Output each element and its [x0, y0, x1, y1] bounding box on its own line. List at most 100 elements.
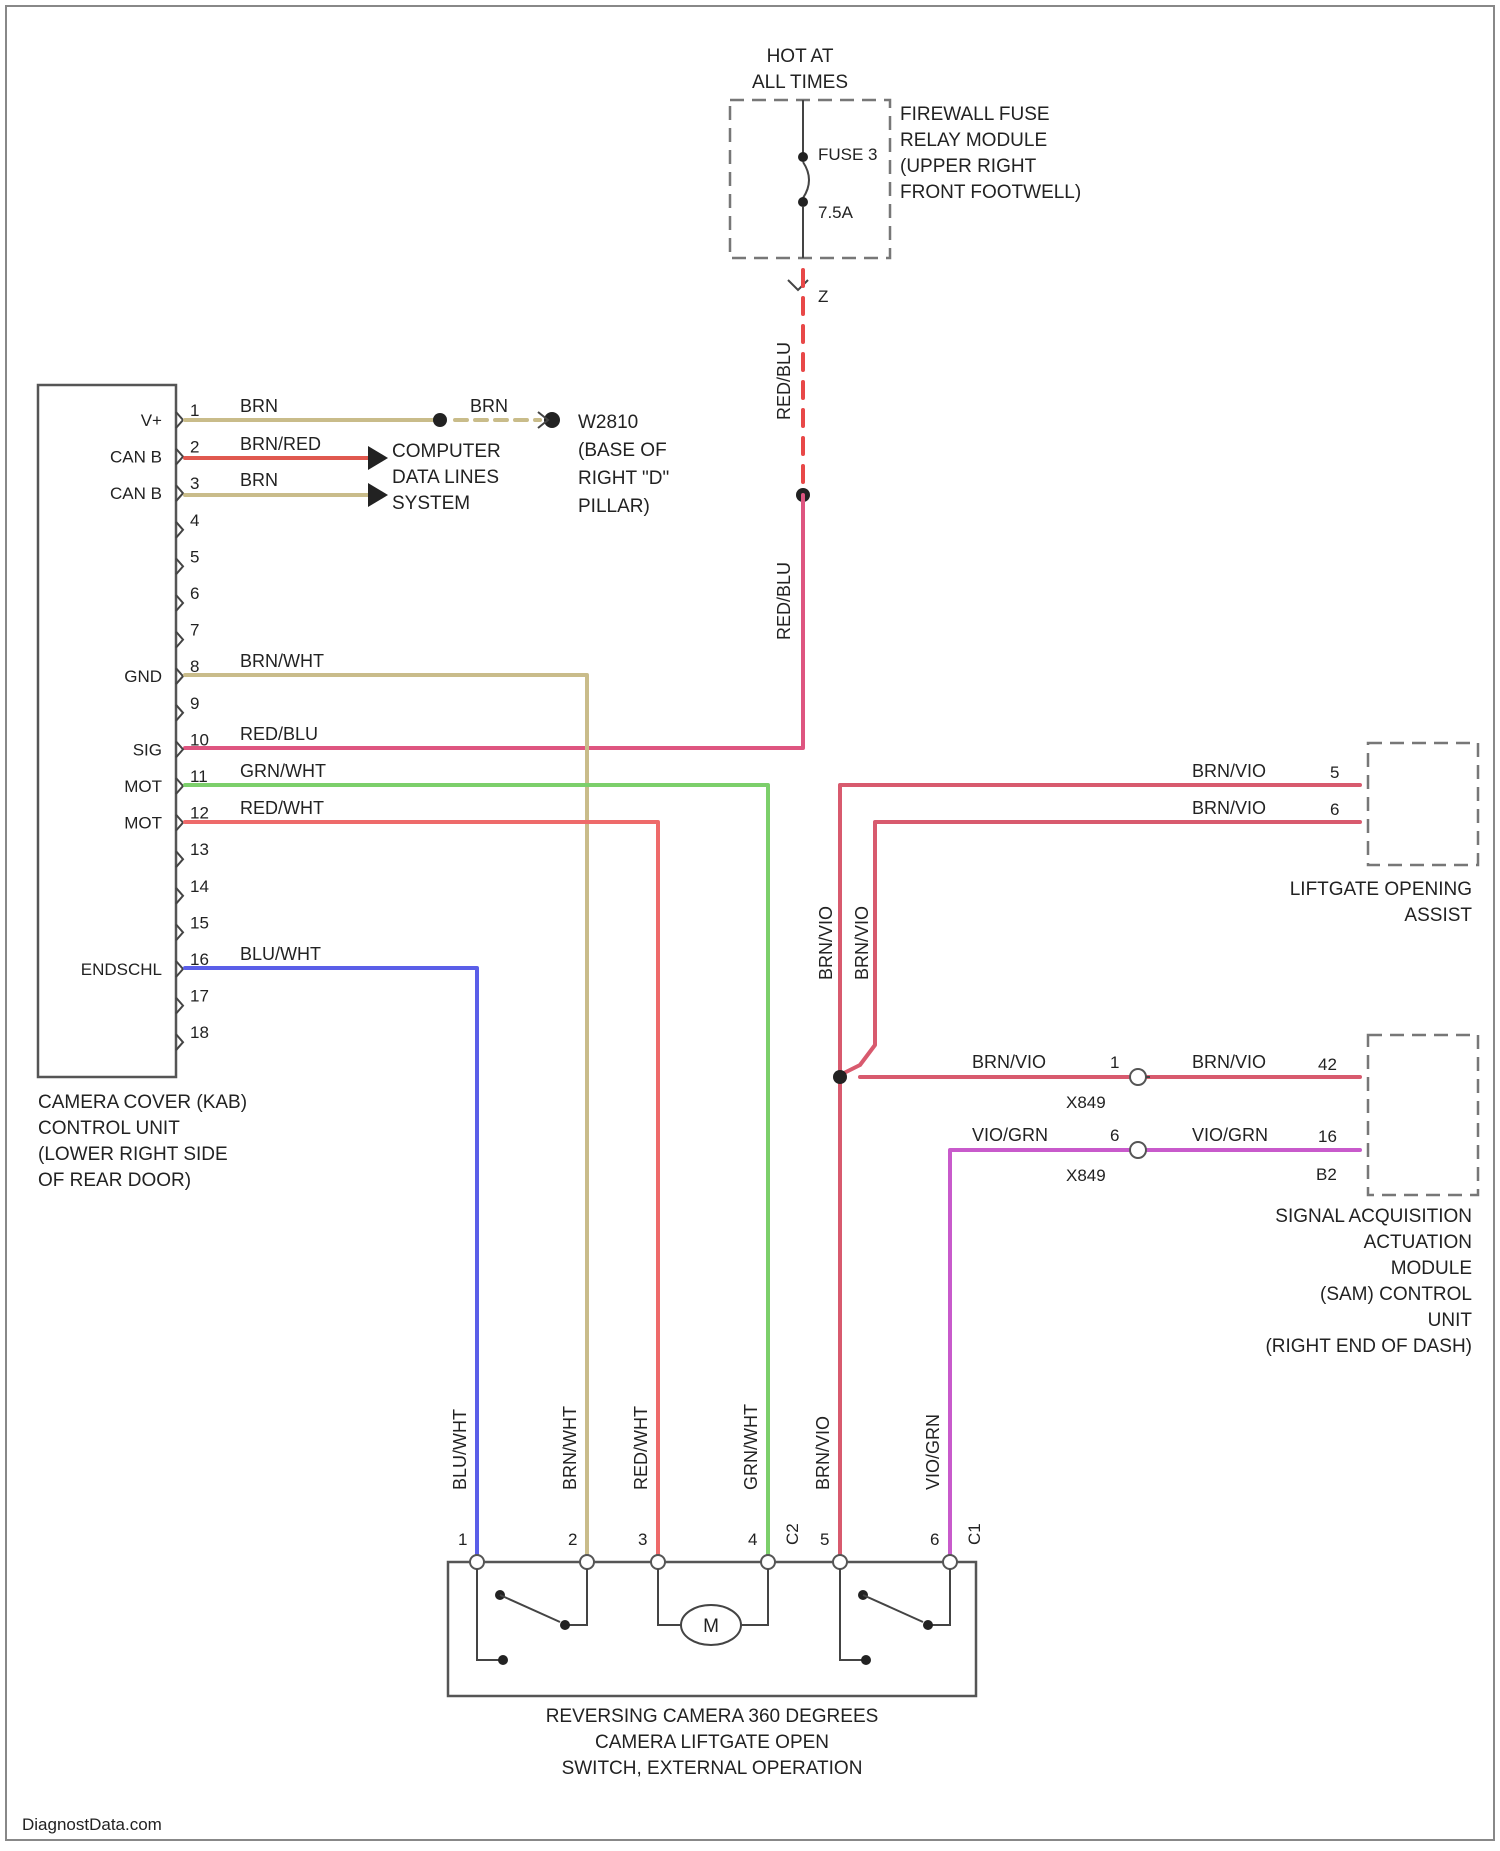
- wire-label-pin1b: BRN: [470, 396, 508, 416]
- sam-title-3: MODULE: [1391, 1258, 1472, 1279]
- camera-cover-pin-2: 2: [190, 438, 199, 457]
- camera-cover-pin-13: 13: [190, 840, 209, 859]
- switch-title-1: REVERSING CAMERA 360 DEGREES: [546, 1706, 879, 1727]
- wire-label-cam6: VIO/GRN: [923, 1414, 943, 1490]
- ground-location-1: (BASE OF: [578, 440, 667, 461]
- switch-pin-3: 3: [638, 1530, 647, 1549]
- camera-cover-pin-15: 15: [190, 913, 209, 932]
- left-switch-contact-3: [498, 1655, 508, 1665]
- motor-wire-a: [658, 1569, 685, 1625]
- switch-terminal-6: [943, 1555, 957, 1569]
- wire-label-pin10: RED/BLU: [240, 724, 318, 744]
- switch-pin-5: 5: [820, 1530, 829, 1549]
- wire-sig-red-blu: [185, 495, 803, 748]
- switch-title-3: SWITCH, EXTERNAL OPERATION: [562, 1758, 863, 1779]
- liftgate-pin-6: 6: [1330, 800, 1339, 819]
- wire-label-pin12: RED/WHT: [240, 798, 324, 818]
- liftgate-title-1: LIFTGATE OPENING: [1290, 879, 1472, 900]
- sam-title-6: (RIGHT END OF DASH): [1265, 1336, 1472, 1357]
- camera-cover-pin-12: 12: [190, 804, 209, 823]
- switch-pin-1: 1: [458, 1530, 467, 1549]
- switch-terminal-2: [580, 1555, 594, 1569]
- wire-label-sam1a: BRN/VIO: [972, 1052, 1046, 1072]
- fuse-location-3: (UPPER RIGHT: [900, 156, 1037, 177]
- camera-cover-pin-5: 5: [190, 547, 199, 566]
- camera-cover-pin-17: 17: [190, 987, 209, 1006]
- ground-location-2: RIGHT "D": [578, 468, 669, 489]
- inline-connector-1: [1130, 1069, 1146, 1085]
- sam-unit: 42 16 B2 SIGNAL ACQUISITION ACTUATION MO…: [1265, 1035, 1478, 1357]
- inline-id-2: X849: [1066, 1166, 1106, 1185]
- sam-title-5: UNIT: [1428, 1310, 1473, 1331]
- camera-cover-signal-16: ENDSCHL: [81, 960, 162, 979]
- liftgate-title-2: ASSIST: [1404, 905, 1472, 926]
- fuse-v-label-2: RED/BLU: [774, 562, 794, 640]
- ground-id: W2810: [578, 412, 638, 433]
- switch-pin-6: 6: [930, 1530, 939, 1549]
- fuse-rating: 7.5A: [818, 203, 854, 222]
- left-switch-wire-b: [567, 1569, 587, 1625]
- camera-cover-pin-10: 10: [190, 730, 209, 749]
- sam-box: [1368, 1035, 1478, 1195]
- left-switch-wire-a: [477, 1569, 500, 1660]
- motor-wire-b: [738, 1569, 768, 1625]
- liftgate-pin-5: 5: [1330, 763, 1339, 782]
- right-switch-contact-2: [923, 1620, 933, 1630]
- fuse-location-2: RELAY MODULE: [900, 130, 1047, 151]
- can-target-3: SYSTEM: [392, 493, 470, 514]
- camera-cover-pin-1: 1: [190, 401, 199, 420]
- wire-label-pin2: BRN/RED: [240, 434, 321, 454]
- wire-label-sam2a: VIO/GRN: [972, 1125, 1048, 1145]
- can-arrow-2: [368, 483, 388, 507]
- wire-label-cam2: BRN/WHT: [560, 1406, 580, 1490]
- can-arrow-1: [368, 446, 388, 470]
- liftgate-assist: 5 6 LIFTGATE OPENING ASSIST: [1290, 743, 1478, 926]
- switch-connector-c1: C1: [965, 1523, 984, 1545]
- sam-pin-16: 16: [1318, 1127, 1337, 1146]
- wire-endschl-blu-wht: [185, 968, 477, 1560]
- fuse-dot-bottom: [798, 197, 808, 207]
- motor-label: M: [703, 1616, 719, 1637]
- fuse-connector-pin: Z: [818, 287, 828, 306]
- right-switch-wire-a: [840, 1569, 863, 1660]
- inline-pin-1: 1: [1110, 1053, 1119, 1072]
- footer-watermark: DiagnostData.com: [22, 1815, 162, 1834]
- wire-label-cam1: BLU/WHT: [450, 1409, 470, 1490]
- fuse-name: FUSE 3: [818, 145, 878, 164]
- inline-id-1: X849: [1066, 1093, 1106, 1112]
- switch-terminal-5: [833, 1555, 847, 1569]
- fuse-symbol: [803, 162, 809, 198]
- pin1-splice: [433, 413, 447, 427]
- camera-cover-pin-9: 9: [190, 694, 199, 713]
- frame: [6, 6, 1494, 1840]
- wire-label-pin3: BRN: [240, 470, 278, 490]
- camera-cover-signal-1: V+: [141, 411, 162, 430]
- fuse-v-label-1: RED/BLU: [774, 342, 794, 420]
- switch-unit: 1 2 3 4 5 6 C2 C1 M REVERSING CAME: [448, 1523, 984, 1779]
- camera-cover-pin-7: 7: [190, 621, 199, 640]
- right-switch-blade: [863, 1595, 923, 1622]
- fuse-location-1: FIREWALL FUSE: [900, 104, 1050, 125]
- camera-cover-pin-18: 18: [190, 1023, 209, 1042]
- camera-cover-title-4: OF REAR DOOR): [38, 1170, 191, 1191]
- camera-cover-title-2: CONTROL UNIT: [38, 1118, 180, 1139]
- wire-label-ll2: BRN/VIO: [1192, 798, 1266, 818]
- wire-liftgate-pin6: [840, 822, 1360, 1075]
- camera-cover-title-3: (LOWER RIGHT SIDE: [38, 1144, 228, 1165]
- camera-cover-signal-10: SIG: [133, 740, 162, 759]
- wire-label-sam2b: VIO/GRN: [1192, 1125, 1268, 1145]
- hot-label-2: ALL TIMES: [752, 72, 848, 93]
- liftgate-splice: [833, 1070, 847, 1084]
- can-target-2: DATA LINES: [392, 467, 499, 488]
- camera-cover-pin-14: 14: [190, 877, 209, 896]
- wire-label-sam1b: BRN/VIO: [1192, 1052, 1266, 1072]
- switch-terminal-3: [651, 1555, 665, 1569]
- fuse-module: HOT AT ALL TIMES FUSE 3 7.5A FIREWALL FU…: [730, 46, 1081, 306]
- wire-label-pin1: BRN: [240, 396, 278, 416]
- wire-label-cam3: RED/WHT: [631, 1406, 651, 1490]
- sam-connector: B2: [1316, 1165, 1337, 1184]
- right-switch-wire-b: [930, 1569, 950, 1625]
